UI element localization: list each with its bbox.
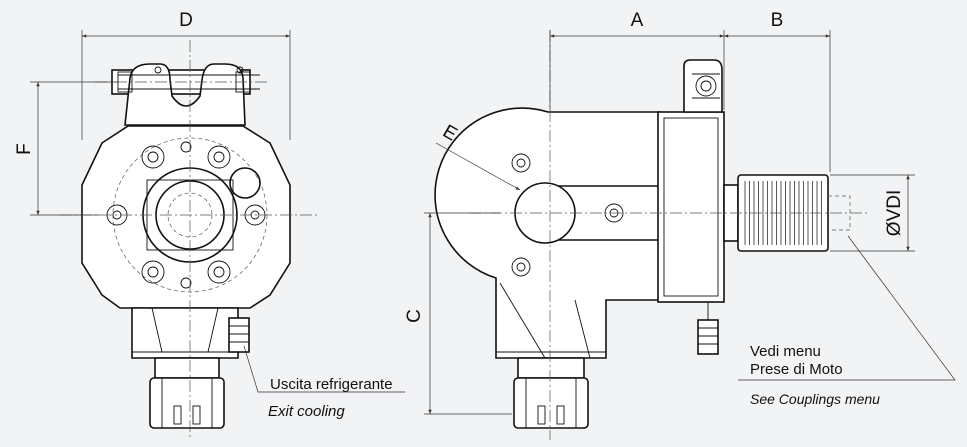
coupling-note-it-1: Vedi menu — [750, 343, 821, 360]
coolant-fitting — [228, 317, 250, 353]
dim-vdi-label: ØVDI — [884, 190, 905, 236]
collet-nut — [149, 377, 225, 429]
square-housing — [657, 111, 725, 303]
coolant-leader — [243, 345, 405, 393]
side-view — [424, 30, 956, 440]
coolant-port — [229, 167, 261, 199]
coolant-note-it: Uscita refrigerante — [270, 376, 393, 393]
upper-bracket — [124, 63, 246, 126]
collet-nut-top — [154, 357, 220, 379]
coupling-leader — [738, 235, 956, 381]
coupling-note-it-2: Prese di Moto — [750, 361, 843, 378]
dim-d-label: D — [179, 10, 193, 31]
side-collet-nut — [513, 377, 589, 429]
coolant-note-en: Exit cooling — [268, 403, 345, 420]
front-view — [30, 30, 405, 440]
dim-b-label: B — [771, 10, 784, 31]
lower-neck — [131, 307, 239, 359]
top-bracket — [683, 59, 723, 113]
dim-f-label: F — [14, 143, 35, 155]
dim-a-label: A — [631, 10, 644, 31]
coupling-note-en: See Couplings menu — [750, 391, 880, 407]
side-coolant-fitting — [697, 319, 719, 355]
dim-c-label: C — [404, 309, 425, 323]
side-collet-nut-top — [517, 357, 585, 379]
